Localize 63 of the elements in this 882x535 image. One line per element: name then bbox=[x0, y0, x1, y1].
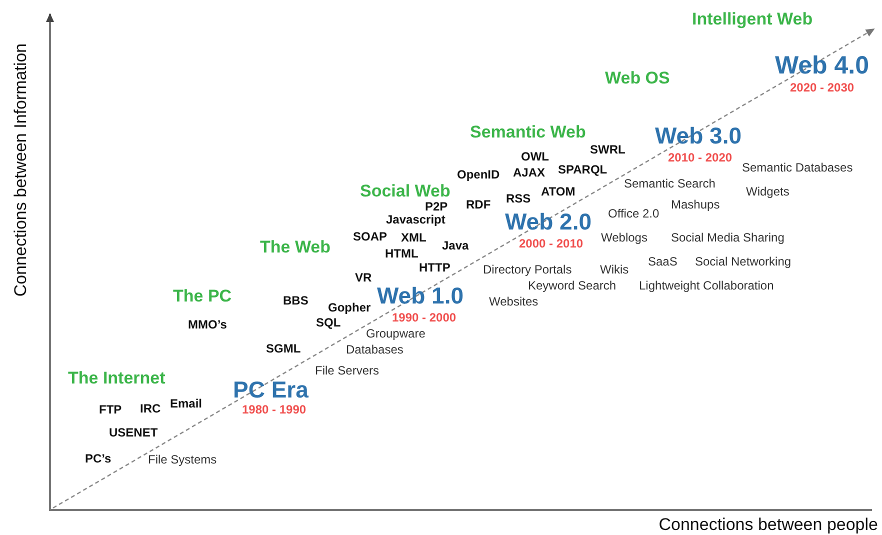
technology-label: ATOM bbox=[541, 185, 576, 199]
era-label: PC Era bbox=[233, 377, 308, 403]
application-label: Semantic Databases bbox=[742, 161, 853, 175]
application-label: Wikis bbox=[600, 263, 629, 277]
application-label: Social Networking bbox=[695, 255, 792, 269]
technology-label: PC’s bbox=[85, 452, 112, 466]
technology-label: P2P bbox=[425, 200, 448, 214]
technology-label: AJAX bbox=[513, 166, 546, 180]
category-label: The Internet bbox=[68, 370, 166, 388]
category-label: The Web bbox=[260, 238, 331, 258]
application-label: Office 2.0 bbox=[608, 207, 660, 221]
technology-label: FTP bbox=[99, 403, 122, 417]
application-label: Databases bbox=[346, 343, 404, 357]
application-label: Lightweight Collaboration bbox=[639, 279, 774, 293]
technology-label: IRC bbox=[140, 402, 161, 416]
year-range: 2000 - 2010 bbox=[519, 237, 584, 251]
application-label: Directory Portals bbox=[483, 263, 572, 277]
era-label: Web 2.0 bbox=[505, 209, 592, 235]
technology-label: SWRL bbox=[590, 143, 626, 157]
technology-label: XML bbox=[401, 231, 426, 245]
technology-label: Java bbox=[442, 239, 469, 253]
technology-label: SOAP bbox=[353, 230, 388, 244]
year-range: 1980 - 1990 bbox=[242, 403, 306, 417]
axis-title: Connections between people bbox=[658, 515, 878, 535]
application-label: Semantic Search bbox=[624, 177, 716, 191]
technology-label: OWL bbox=[521, 150, 549, 164]
technology-label: RSS bbox=[506, 192, 531, 206]
application-label: File Servers bbox=[315, 364, 380, 378]
application-label: Widgets bbox=[746, 185, 790, 199]
technology-label: BBS bbox=[283, 294, 308, 308]
era-label: Web 4.0 bbox=[775, 52, 870, 80]
technology-label: VR bbox=[355, 271, 372, 285]
technology-label: OpenID bbox=[457, 168, 500, 182]
year-range: 2010 - 2020 bbox=[668, 151, 732, 165]
era-label: Web 3.0 bbox=[655, 123, 742, 149]
technology-label: SQL bbox=[316, 316, 341, 330]
application-label: SaaS bbox=[648, 255, 678, 269]
application-label: Groupware bbox=[366, 327, 426, 341]
technology-label: SPARQL bbox=[558, 163, 608, 177]
year-range: 2020 - 2030 bbox=[790, 81, 854, 95]
application-label: Mashups bbox=[671, 198, 720, 212]
category-label: The PC bbox=[173, 288, 232, 306]
application-label: Social Media Sharing bbox=[671, 231, 784, 245]
technology-label: RDF bbox=[466, 198, 491, 212]
application-label: Weblogs bbox=[601, 231, 648, 245]
technology-label: Gopher bbox=[328, 301, 371, 315]
application-label: Keyword Search bbox=[528, 279, 616, 293]
application-label: Websites bbox=[489, 295, 538, 309]
technology-label: Javascript bbox=[386, 213, 446, 227]
application-label: File Systems bbox=[148, 453, 217, 467]
year-range: 1990 - 2000 bbox=[392, 311, 456, 325]
era-label: Web 1.0 bbox=[377, 283, 464, 309]
technology-label: SGML bbox=[266, 342, 301, 356]
category-label: Social Web bbox=[360, 182, 450, 202]
category-label: Intelligent Web bbox=[692, 10, 813, 30]
axis-title: Connections between Information bbox=[11, 43, 31, 297]
technology-label: HTML bbox=[385, 247, 418, 261]
technology-label: MMO’s bbox=[188, 318, 227, 332]
technology-label: Email bbox=[170, 397, 202, 411]
technology-label: HTTP bbox=[419, 261, 450, 275]
technology-label: USENET bbox=[109, 426, 158, 440]
category-label: Web OS bbox=[605, 70, 670, 88]
category-label: Semantic Web bbox=[470, 124, 586, 142]
